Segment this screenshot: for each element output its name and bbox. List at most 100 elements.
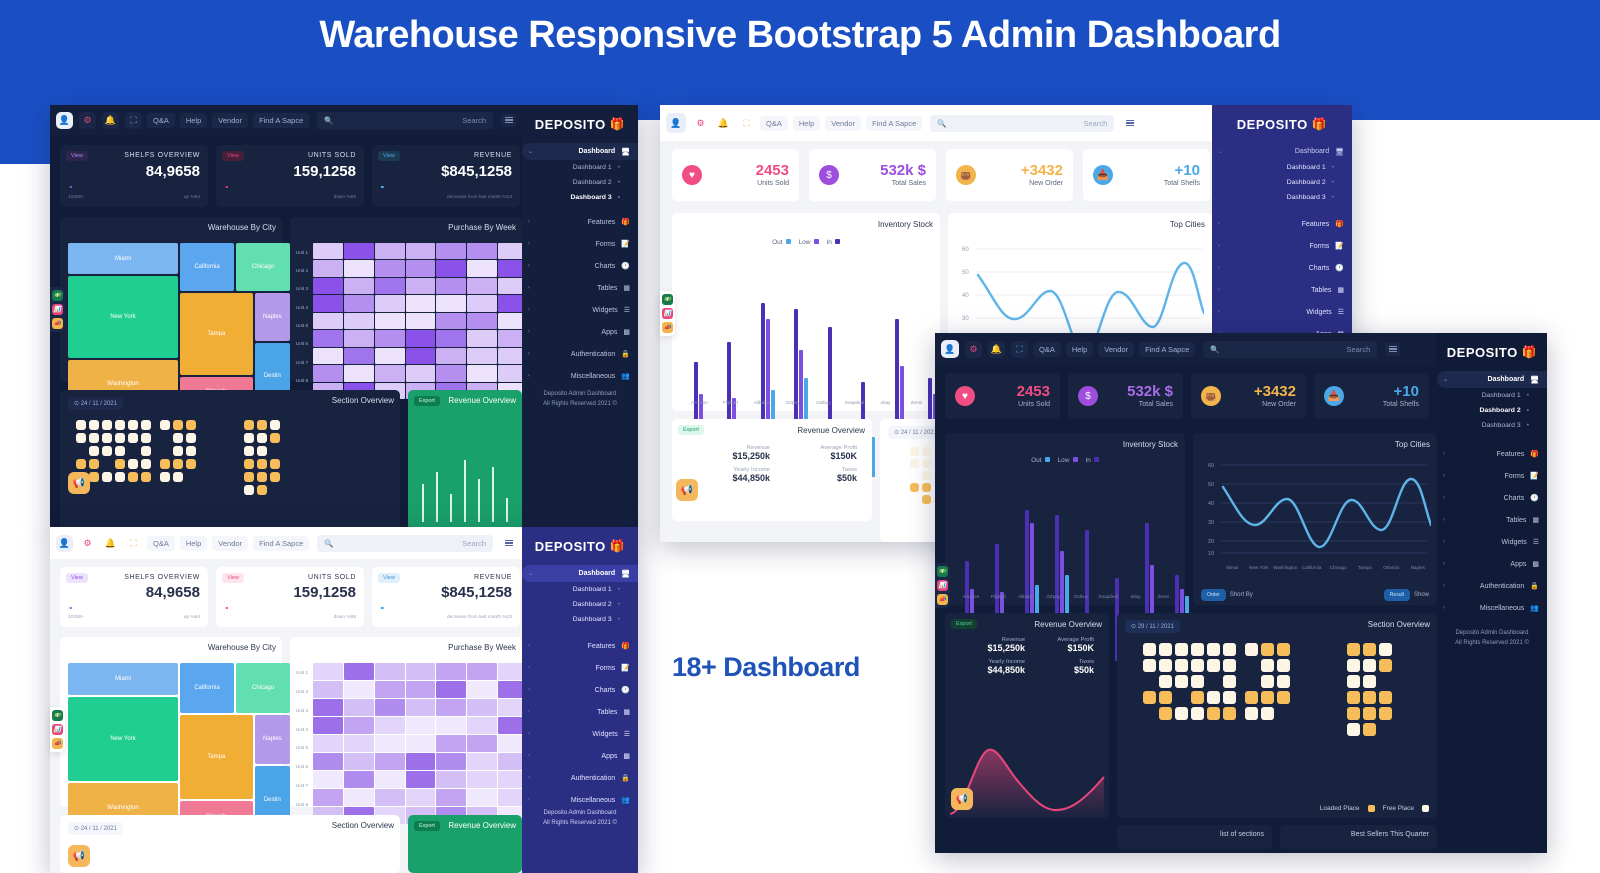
dashboard-preview-dark-2[interactable]: 👤 ⚙ 🔔 ⛶ Q&A Help Vendor Find A Sapce 🔍 S… [935,333,1547,853]
heatmap-cell[interactable] [436,771,467,788]
section-slot[interactable] [128,472,138,482]
list-icon[interactable] [501,113,516,127]
section-slot[interactable] [1261,707,1274,720]
section-slot[interactable] [1143,691,1156,704]
section-slot[interactable] [1159,675,1172,688]
heatmap-cell[interactable] [313,243,343,260]
heatmap-cell[interactable] [374,330,405,347]
heatmap-cell[interactable] [498,330,529,347]
stat-card-units-sold[interactable]: ♥ 2453 Units Sold [945,373,1060,419]
heatmap-cell[interactable] [405,330,436,347]
nav-link-help[interactable]: Help [179,112,208,128]
section-slot[interactable] [1277,675,1290,688]
heatmap-cell[interactable] [405,789,436,806]
dashboard-preview-dark-1[interactable]: 👤 ⚙ 🔔 ⛶ Q&A Help Vendor Find A Sapce 🔍 S… [50,105,638,530]
stat-card-revenue[interactable]: View REVENUE $845,1258 decrease from las… [372,145,520,207]
section-slot[interactable] [1175,675,1188,688]
heatmap-cell[interactable] [405,347,436,365]
heatmap-cell[interactable] [405,312,436,330]
avatar-icon[interactable]: 👤 [56,111,73,129]
revenue-overview-green-card[interactable]: Export Revenue Overview [408,390,522,530]
heatmap-cell[interactable] [374,735,405,752]
heatmap-cell[interactable] [498,753,529,770]
section-slot[interactable] [1191,707,1204,720]
section-slot[interactable] [1379,643,1392,656]
treemap-cell[interactable]: California [180,243,234,292]
sidebar-item-tables[interactable]: ‹Tables▦ [1437,509,1547,531]
section-slot[interactable] [1207,659,1220,672]
section-slot[interactable] [115,420,125,430]
sidebar[interactable]: DEPOSITO 🎁 ⌄ Dashboard 🖥 •Dashboard 1 •D… [522,105,638,530]
heatmap-cell[interactable] [374,312,405,330]
section-slot[interactable] [1175,643,1188,656]
heatmap-cell[interactable] [405,771,436,788]
floating-action-strip[interactable]: 💵 📊 📣 [50,707,65,752]
bar[interactable] [760,302,765,477]
status-badge[interactable]: View [222,151,244,161]
chart-icon[interactable]: 📊 [52,304,63,315]
section-slot[interactable] [1363,691,1376,704]
avatar-icon[interactable]: 👤 [941,340,959,358]
heatmap-cell[interactable] [374,717,405,734]
treemap-cell[interactable]: Chicago [236,663,290,713]
section-slot[interactable] [1245,707,1258,720]
stat-card-shelfs[interactable]: View SHELFS OVERVIEW 84,9658 10250+ up %… [60,567,208,627]
fullscreen-icon[interactable]: ⛶ [743,117,750,128]
sidebar-item-forms[interactable]: ‹Forms📝 [1437,465,1547,487]
treemap-cell[interactable]: Tampa [180,714,253,799]
section-slot[interactable] [1159,691,1172,704]
heatmap-cell[interactable] [405,753,436,770]
sidebar-item-authentication[interactable]: ‹Authentication🔒 [522,767,638,789]
section-slot[interactable] [89,433,99,443]
treemap-cell[interactable]: Chicago [236,243,290,292]
megaphone-icon[interactable]: 📣 [662,322,673,333]
section-slot[interactable] [1261,643,1274,656]
section-slot[interactable] [244,459,254,469]
legend-item[interactable]: Out [1031,457,1050,464]
heatmap-cell[interactable] [313,277,343,295]
treemap-cell[interactable]: Tampa [180,293,253,375]
section-slot[interactable] [115,459,125,469]
search-input[interactable]: 🔍 Search [1203,340,1378,358]
megaphone-icon[interactable]: 📣 [937,594,948,605]
sidebar-item-features[interactable]: ‹Features🎁 [522,211,638,233]
heatmap-cell[interactable] [374,753,405,770]
nav-link-vendor[interactable]: Vendor [1098,341,1135,357]
heatmap-cell[interactable] [374,260,405,277]
heatmap-cell[interactable] [436,681,467,698]
chart-icon[interactable]: 📊 [52,724,63,735]
bar[interactable] [871,437,876,477]
chart-icon[interactable]: 📊 [662,308,673,319]
heatmap-cell[interactable] [343,312,374,330]
bell-icon[interactable]: 🔔 [102,111,119,129]
section-slot[interactable] [1191,691,1204,704]
list-icon[interactable] [1385,342,1401,356]
section-slot[interactable] [1207,707,1220,720]
stat-card-total-sales[interactable]: $ 532k $ Total Sales [1068,373,1183,419]
heatmap-cell[interactable] [343,365,374,382]
heatmap-cell[interactable] [498,312,529,330]
heatmap-cell[interactable] [313,365,343,382]
export-badge[interactable]: Export [951,619,977,629]
heatmap-cell[interactable] [313,717,343,734]
gear-icon[interactable]: ⚙ [83,537,92,548]
section-slot[interactable] [270,459,280,469]
megaphone-icon[interactable]: 📣 [52,318,63,329]
sidebar-item-features[interactable]: ‹Features🎁 [522,635,638,657]
section-slot[interactable] [257,433,267,443]
megaphone-icon[interactable]: 📢 [676,479,698,501]
section-slot[interactable] [244,472,254,482]
sidebar-item-dashboard-3[interactable]: •Dashboard 3 [1437,418,1547,433]
nav-link-qa[interactable]: Q&A [147,112,175,128]
section-overview-card[interactable]: ⊙ 24 / 11 / 2021 Section Overview 📢 [60,390,400,530]
heatmap-cell[interactable] [467,771,498,788]
heatmap-cell[interactable] [467,753,498,770]
sidebar-item-charts[interactable]: ‹Charts🕐 [522,255,638,277]
search-input[interactable]: 🔍 Search [317,534,493,552]
bar[interactable] [1084,530,1089,661]
nav-link-find-a-space[interactable]: Find A Sapce [866,115,923,131]
tab-list-of-sections[interactable]: list of sections [1117,825,1272,849]
section-slot[interactable] [141,472,151,482]
section-slot[interactable] [89,420,99,430]
